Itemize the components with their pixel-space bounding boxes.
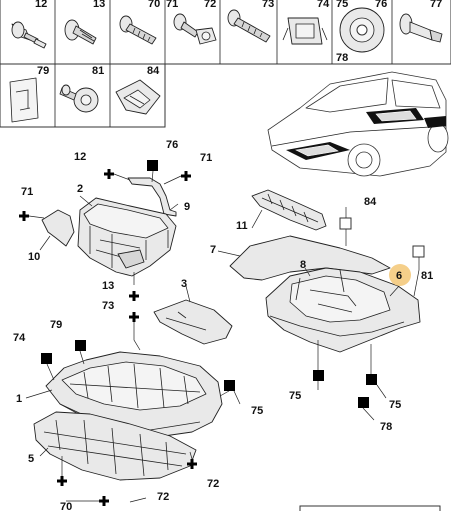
- callout-1: 1: [16, 393, 22, 405]
- callout-75b: 75: [289, 390, 301, 402]
- grid-label-79: 79: [37, 65, 49, 77]
- square-symbol: [313, 370, 324, 381]
- square-symbol: [147, 160, 158, 171]
- part-7: [229, 235, 391, 281]
- part-10: [41, 209, 75, 247]
- cross-symbol: [129, 312, 139, 322]
- bracket-clip-icon-84: [115, 79, 161, 115]
- cross-symbol: [104, 169, 114, 179]
- callout-72a: 72: [207, 478, 219, 490]
- grid-label-70: 70: [148, 0, 160, 10]
- callout-84: 84: [364, 196, 377, 208]
- callout-71b: 71: [21, 186, 33, 198]
- callout-13: 13: [102, 280, 114, 292]
- square-symbol: [41, 353, 52, 364]
- callout-75a: 75: [251, 405, 263, 417]
- grid-label-76: 76: [375, 0, 387, 10]
- leader-lines: [25, 170, 420, 503]
- callout-10: 10: [28, 251, 40, 263]
- callout-2: 2: [77, 183, 83, 195]
- cage-nut-icon-74: [282, 17, 328, 45]
- fastener-grid: 12 13 70 71 72 73 74 75 76 77 78 79 81 8…: [0, 0, 451, 128]
- grid-label-72: 72: [204, 0, 216, 10]
- callout-12: 12: [74, 151, 86, 163]
- battery-tray-assembly: [41, 177, 177, 277]
- callout-79: 79: [50, 319, 62, 331]
- edge-frame: [299, 505, 441, 511]
- spring-clip-icon-79: [9, 77, 39, 123]
- open-square-symbol: [412, 245, 425, 258]
- grid-label-75: 75: [336, 0, 348, 10]
- grid-label-73: 73: [262, 0, 274, 10]
- callout-8: 8: [300, 259, 306, 271]
- callout-74: 74: [13, 332, 26, 344]
- screw-icon-12: [11, 21, 47, 49]
- cross-symbol: [99, 496, 109, 506]
- grid-label-74: 74: [317, 0, 330, 10]
- part-9: [127, 177, 177, 217]
- grid-label-12: 12: [35, 0, 47, 10]
- clip-icon-77: [399, 13, 443, 43]
- callout-3: 3: [181, 278, 187, 290]
- callout-78: 78: [380, 421, 392, 433]
- grid-label-71: 71: [166, 0, 178, 10]
- lower-undershield: [33, 411, 197, 481]
- fastener-symbols: [19, 160, 425, 506]
- grid-label-81: 81: [92, 65, 104, 77]
- screw-icon-81: [59, 84, 99, 113]
- callout-labels: 12 76 71 71 2 9 10 84 11 7 8 6 81 13 3 7…: [13, 139, 433, 511]
- callout-70: 70: [60, 501, 72, 511]
- callout-73: 73: [102, 300, 114, 312]
- grid-label-78: 78: [336, 52, 348, 64]
- washer-icon-75: [339, 7, 385, 53]
- callout-75c: 75: [389, 399, 401, 411]
- cross-symbol: [187, 459, 197, 469]
- highlight-circle-6: [389, 264, 411, 286]
- vehicle-location-sketch: [267, 71, 449, 177]
- grid-label-84: 84: [147, 65, 160, 77]
- grid-label-13: 13: [93, 0, 105, 10]
- callout-81: 81: [421, 270, 433, 282]
- callout-7: 7: [210, 244, 216, 256]
- square-symbol: [358, 397, 369, 408]
- callout-71a: 71: [200, 152, 212, 164]
- right-undershield: [229, 235, 421, 353]
- square-symbol: [75, 340, 86, 351]
- screw-icon-73: [227, 9, 271, 43]
- square-symbol: [366, 374, 377, 385]
- cross-symbol: [57, 476, 67, 486]
- callout-76: 76: [166, 139, 178, 151]
- callout-11: 11: [236, 220, 248, 232]
- callout-9: 9: [184, 201, 190, 213]
- cross-symbol: [19, 211, 29, 221]
- rivet-icon-13: [64, 19, 97, 45]
- grid-label-77: 77: [430, 0, 442, 10]
- callout-72b: 72: [157, 491, 169, 503]
- part-5: [33, 411, 197, 481]
- screw-icon-70: [119, 15, 157, 45]
- square-symbol: [224, 380, 235, 391]
- cross-symbol: [181, 171, 191, 181]
- open-square-symbol: [339, 217, 352, 230]
- callout-6: 6: [396, 270, 402, 282]
- screw-icon-71: [173, 13, 199, 38]
- part-3: [153, 299, 233, 345]
- cross-symbol: [129, 291, 139, 301]
- nut-icon-72: [195, 27, 217, 45]
- callout-5: 5: [28, 453, 34, 465]
